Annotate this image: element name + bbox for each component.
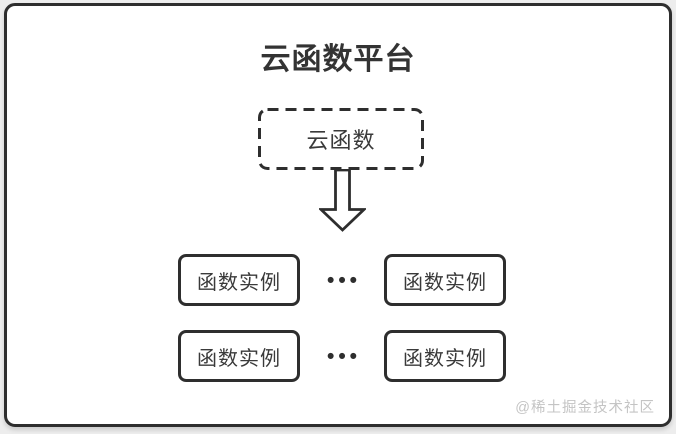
watermark: @稀土掘金技术社区 (515, 400, 655, 416)
cloud-function-box: 云函数 (258, 108, 424, 170)
function-instance-box: 函数实例 (178, 254, 300, 306)
instance-row: 函数实例 ••• 函数实例 (178, 254, 506, 306)
down-arrow-icon (319, 169, 366, 232)
instance-row: 函数实例 ••• 函数实例 (178, 330, 506, 382)
cloud-function-label: 云函数 (306, 128, 376, 153)
ellipsis-dots: ••• (326, 268, 362, 292)
diagram-panel: 云函数平台 云函数 函数实例 ••• 函数实例 函数实例 ••• 函数实例 @稀… (4, 3, 672, 427)
function-instance-box: 函数实例 (384, 254, 506, 306)
page-title: 云函数平台 (260, 43, 416, 76)
ellipsis-dots: ••• (326, 344, 362, 368)
dashed-border (258, 108, 424, 170)
function-instance-box: 函数实例 (178, 330, 300, 382)
function-instance-box: 函数实例 (384, 330, 506, 382)
